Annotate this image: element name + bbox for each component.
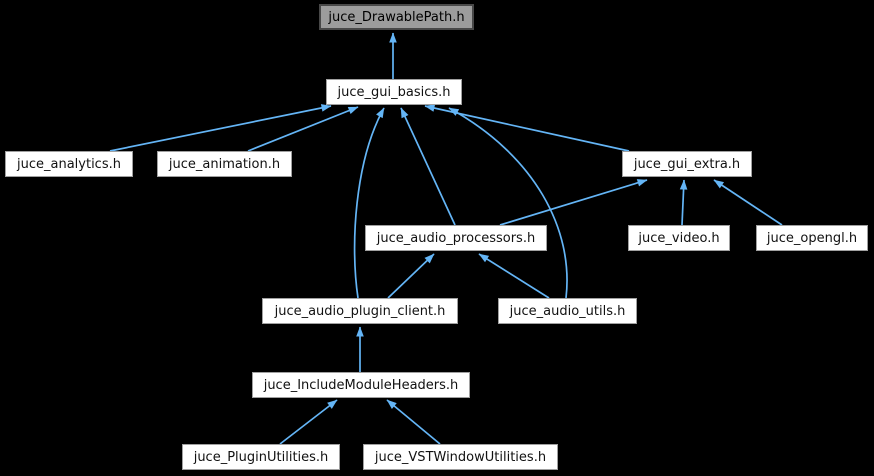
node-juce-includemoduleheaders-h[interactable]: juce_IncludeModuleHeaders.h (252, 372, 470, 398)
node-label: juce_audio_processors.h (376, 230, 536, 246)
node-label: juce_animation.h (168, 156, 281, 172)
node-juce-animation-h[interactable]: juce_animation.h (157, 151, 292, 177)
node-label: juce_gui_basics.h (337, 84, 451, 100)
node-juce-analytics-h[interactable]: juce_analytics.h (5, 151, 133, 177)
node-label: juce_opengl.h (766, 230, 858, 246)
node-label: juce_gui_extra.h (633, 156, 741, 172)
node-label: juce_audio_plugin_client.h (274, 303, 446, 319)
edge-juce-pluginutilities-h-to-juce-includemoduleheaders-h (279, 399, 338, 445)
node-juce-vstwindowutilities-h[interactable]: juce_VSTWindowUtilities.h (363, 444, 558, 470)
edge-juce-audio-plugin-client-h-to-juce-gui-basics-h (353, 107, 385, 299)
node-label: juce_IncludeModuleHeaders.h (263, 377, 459, 393)
node-juce-gui-extra-h[interactable]: juce_gui_extra.h (622, 151, 752, 177)
node-juce-audio-utils-h[interactable]: juce_audio_utils.h (498, 298, 637, 324)
edge-juce-gui-extra-h-to-juce-gui-basics-h (424, 104, 630, 152)
edge-juce-video-h-to-juce-gui-extra-h (679, 179, 688, 226)
node-label: juce_analytics.h (17, 156, 121, 172)
node-juce-drawablepath-h: juce_DrawablePath.h (319, 4, 474, 30)
node-juce-audio-plugin-client-h[interactable]: juce_audio_plugin_client.h (262, 298, 458, 324)
edge-juce-audio-processors-h-to-juce-gui-extra-h (499, 179, 648, 226)
edge-juce-audio-utils-h-to-juce-audio-processors-h (478, 253, 550, 299)
node-juce-video-h[interactable]: juce_video.h (628, 225, 730, 251)
node-label: juce_VSTWindowUtilities.h (374, 449, 547, 465)
node-juce-audio-processors-h[interactable]: juce_audio_processors.h (365, 225, 547, 251)
edge-juce-animation-h-to-juce-gui-basics-h (247, 106, 359, 152)
edge-juce-audio-plugin-client-h-to-juce-audio-processors-h (387, 253, 435, 299)
node-label: juce_video.h (638, 230, 720, 246)
edge-juce-analytics-h-to-juce-gui-basics-h (109, 104, 332, 152)
node-juce-pluginutilities-h[interactable]: juce_PluginUtilities.h (182, 444, 340, 470)
node-juce-gui-basics-h[interactable]: juce_gui_basics.h (326, 79, 462, 105)
node-label: juce_audio_utils.h (509, 303, 626, 319)
edge-juce-audio-utils-h-to-juce-gui-basics-h (448, 107, 568, 299)
edge-juce-audio-processors-h-to-juce-gui-basics-h (400, 107, 456, 226)
node-label: juce_DrawablePath.h (328, 9, 465, 25)
edge-juce-opengl-h-to-juce-gui-extra-h (713, 179, 783, 226)
node-juce-opengl-h[interactable]: juce_opengl.h (756, 225, 868, 251)
node-label: juce_PluginUtilities.h (193, 449, 329, 465)
edge-juce-vstwindowutilities-h-to-juce-includemoduleheaders-h (386, 399, 441, 445)
